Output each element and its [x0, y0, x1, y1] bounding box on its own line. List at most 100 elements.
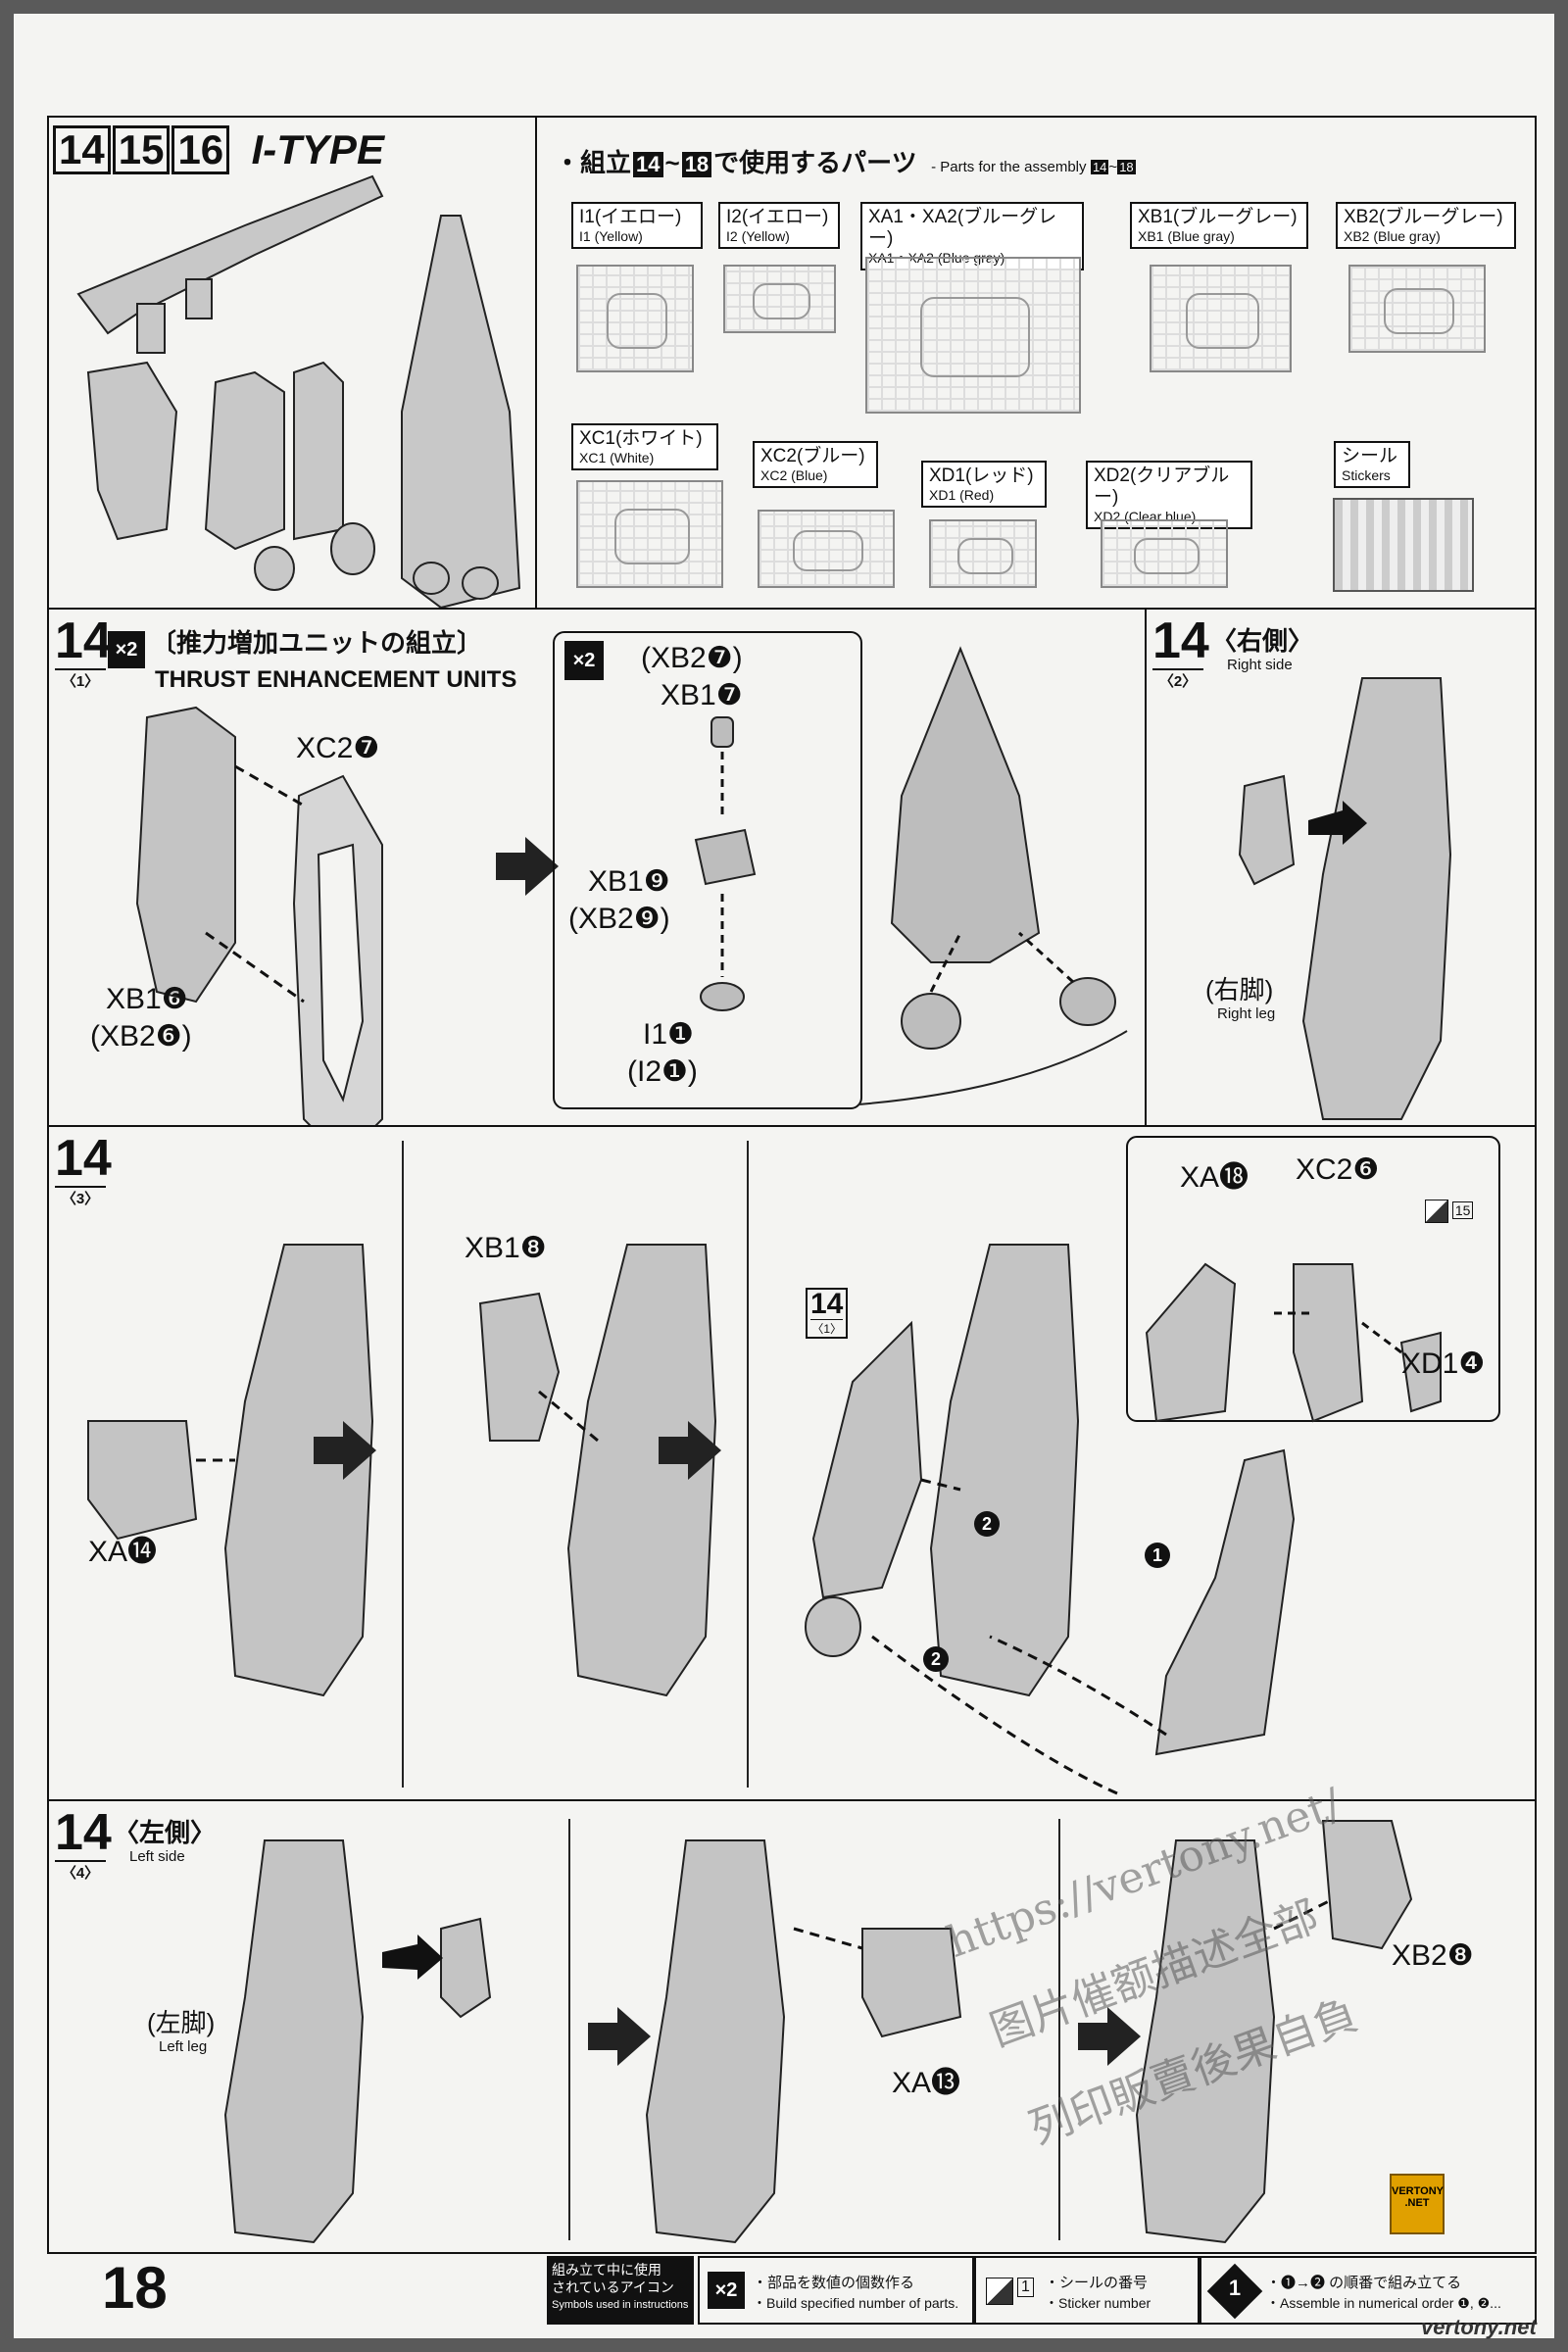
step-14-1-panel: 14 〈1〉 ×2 〔推力増加ユニットの組立〕 THRUST ENHANCEME… — [47, 608, 1147, 1160]
sticker-sheet — [1333, 498, 1474, 592]
step-ref: 18 — [681, 152, 712, 177]
runner-i2 — [723, 265, 836, 333]
label-xb1-8: XB1❽ — [465, 1232, 547, 1264]
label-xa13: XA⓭ — [892, 2067, 961, 2099]
runner-label-xb1: XB1(ブルーグレー)XB1 (Blue gray) — [1130, 202, 1308, 249]
reference-step-badge: 14 〈1〉 — [806, 1288, 849, 1339]
label-xa18: XA⓲ — [1180, 1161, 1250, 1194]
order-marker: 2 — [974, 1511, 1000, 1537]
label-xd1-4: XD1❹ — [1401, 1348, 1486, 1380]
step-14-1-title-en: THRUST ENHANCEMENT UNITS — [155, 666, 517, 693]
multiplier-badge: ×2 — [564, 641, 604, 680]
next-arrow — [588, 2007, 651, 2066]
label-xb1-6: XB1❻ — [106, 983, 188, 1015]
step-ref: 14 — [633, 152, 663, 177]
parts-title-en: - Parts for the assembly — [931, 159, 1087, 175]
left-leg-assembly-sequence — [223, 1820, 1413, 2244]
step-14-2-title-jp: 〈右側〉 — [1211, 626, 1314, 656]
parts-title-jp: ・組立 — [555, 148, 632, 177]
legend-item-multiplier: ×2 ・部品を数値の個数作る ・Build specified number o… — [698, 2256, 974, 2325]
step-number: 14 — [55, 612, 112, 669]
label-i1-1: I1❶ — [643, 1018, 694, 1051]
legend-en: ・Assemble in numerical order ❶, ❷... — [1266, 2295, 1501, 2311]
runner-label-i2: I2(イエロー)I2 (Yellow) — [718, 202, 840, 249]
divider — [747, 1141, 749, 1788]
legend-item-sticker: 1 ・シールの番号 ・Sticker number — [974, 2256, 1200, 2325]
label-xb2-7: (XB2❼) — [641, 642, 743, 674]
step-14-3-number: 14 〈3〉 — [55, 1133, 112, 1208]
parts-title-suffix: で使用するパーツ — [713, 148, 917, 177]
label-right-leg-jp: (右脚) — [1205, 975, 1274, 1004]
runner-label-xc1: XC1(ホワイト)XC1 (White) — [571, 423, 718, 470]
next-arrow — [1078, 2007, 1141, 2066]
step-number: 14 — [55, 1130, 112, 1187]
runner-label-xc2: XC2(ブルー)XC2 (Blue) — [753, 441, 878, 488]
legend-en: ・Sticker number — [1045, 2295, 1152, 2311]
step-14-4-panel: 14 〈4〉 〈左側〉 Left side (左脚) Left leg XA⓭ … — [47, 1799, 1537, 2254]
runner-xb2 — [1348, 265, 1486, 353]
itype-title: I-TYPE — [251, 126, 384, 172]
runner-i1 — [576, 265, 694, 372]
divider — [402, 1141, 404, 1788]
itype-illustration — [76, 174, 521, 610]
step-14-4-title-jp: 〈左側〉 — [114, 1818, 217, 1847]
sticker-marker: 15 — [1425, 1200, 1474, 1223]
page-number: 18 — [102, 2255, 168, 2321]
runner-xb1 — [1150, 265, 1292, 372]
step-14-4-number: 14 〈4〉 — [55, 1807, 112, 1883]
label-xa14: XA⓮ — [88, 1536, 158, 1568]
step-ref: 18 — [1117, 160, 1136, 174]
runner-label-i1: I1(イエロー)I1 (Yellow) — [571, 202, 703, 249]
runner-xc1 — [576, 480, 723, 588]
sticker-icon — [986, 2278, 1013, 2305]
step-14-2-number: 14 〈2〉 — [1152, 615, 1209, 691]
step-number: 16 — [172, 125, 230, 174]
divider — [1058, 1819, 1060, 2240]
label-xb2-6: (XB2❻) — [90, 1020, 192, 1053]
next-arrow — [659, 1421, 721, 1480]
thruster-assembly-illustration — [135, 706, 383, 1160]
nozzle-parts-illustration — [694, 646, 1128, 1105]
legend-en: ・Build specified number of parts. — [753, 2295, 959, 2311]
label-xc2-6: XC2❻ — [1296, 1153, 1380, 1186]
runner-xd2 — [1101, 519, 1228, 588]
label-xb1-7: XB1❼ — [661, 679, 743, 711]
right-leg-illustration — [1238, 677, 1452, 1120]
step-number: 14 — [53, 125, 111, 174]
runner-label-xd1: XD1(レッド)XD1 (Red) — [921, 461, 1047, 508]
label-xb1-9: XB1❾ — [588, 865, 670, 898]
order-marker: 1 — [1145, 1543, 1170, 1568]
step-number: 15 — [112, 125, 171, 174]
step-14-1-title-jp: 〔推力増加ユニットの組立〕 — [151, 628, 483, 658]
legend-jp: ・シールの番号 — [1045, 2275, 1149, 2291]
runner-xd1 — [929, 519, 1037, 588]
step-number: 14 — [55, 1804, 112, 1861]
runner-xa — [865, 257, 1081, 414]
step-14-2-panel: 14 〈2〉 〈右側〉 Right side (右脚) Right leg — [1145, 608, 1537, 1127]
step-substep: 〈2〉 — [1152, 668, 1203, 691]
step-14-1-number: 14 〈1〉 — [55, 615, 112, 691]
runner-label-xb2: XB2(ブルーグレー)XB2 (Blue gray) — [1336, 202, 1516, 249]
next-arrow — [314, 1421, 376, 1480]
legend-title: 組み立て中に使用 されているアイコン Symbols used in instr… — [547, 2256, 694, 2325]
order-marker: 2 — [923, 1646, 949, 1672]
multiplier-icon: ×2 — [708, 2272, 745, 2309]
step-14-3-panel: 14 〈3〉 XA⓮ XB1❽ 14 〈1〉 2 — [47, 1125, 1537, 1801]
label-xc2-7: XC2❼ — [296, 732, 380, 764]
divider — [568, 1819, 570, 2240]
legend-item-order: 1 ・❶→❷ の順番で組み立てる ・Assemble in numerical … — [1200, 2256, 1537, 2325]
step-substep: 〈4〉 — [55, 1860, 106, 1883]
step-14-4-title-en: Left side — [129, 1848, 185, 1865]
legend-jp: ・❶→❷ の順番で組み立てる — [1266, 2275, 1462, 2291]
label-i2-1: (I2❶) — [627, 1055, 698, 1088]
label-left-leg-en: Left leg — [159, 2038, 208, 2055]
sticker-number-icon: 1 — [1017, 2278, 1034, 2297]
nozzle-inset — [553, 631, 862, 1109]
label-right-leg-en: Right leg — [1217, 1005, 1276, 1022]
label-xb2-9: (XB2❾) — [568, 903, 670, 935]
